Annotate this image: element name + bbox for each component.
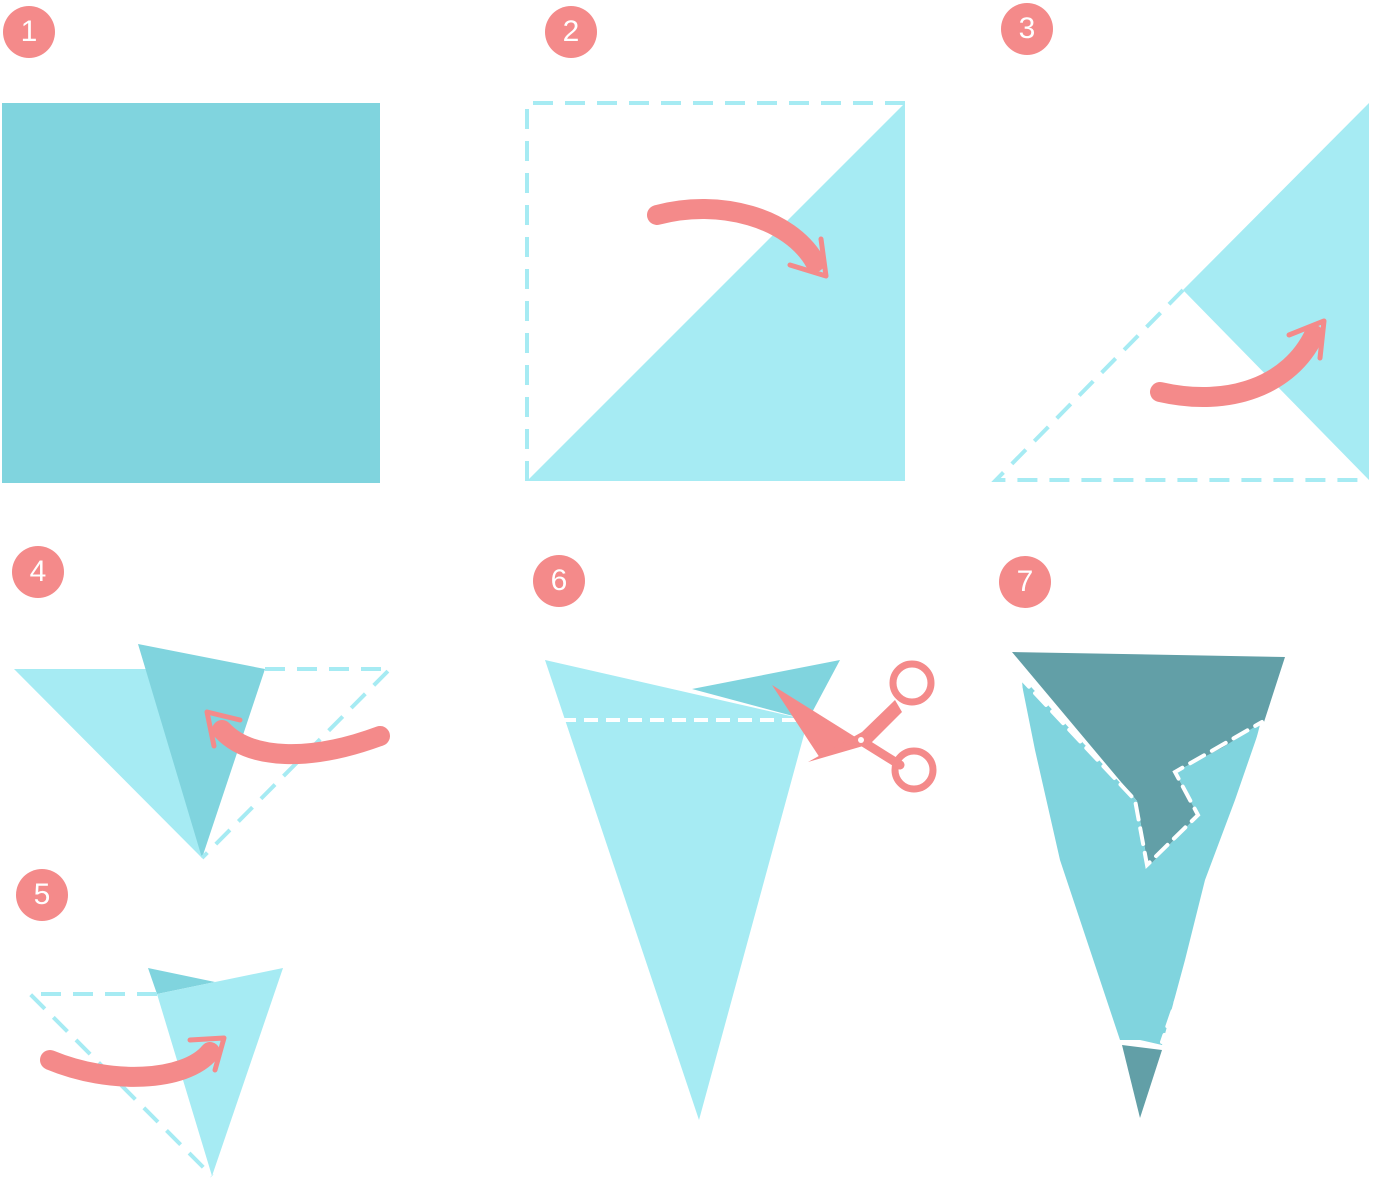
step-2-figure	[525, 101, 905, 481]
back-flap	[148, 968, 215, 994]
folded-triangle	[1183, 103, 1369, 480]
step-3-figure	[991, 103, 1369, 482]
light-triangle	[14, 669, 202, 858]
step-6-figure	[545, 660, 937, 1120]
fold-outline-dashed	[991, 288, 1369, 482]
curved-arrow-icon	[647, 199, 829, 279]
step-number-badge: 4	[12, 546, 64, 598]
curved-arrow-icon	[40, 1035, 227, 1087]
curved-arrow-icon	[1150, 318, 1327, 408]
cut-line-dashed	[1016, 673, 1264, 1044]
step-number-badge: 2	[545, 6, 597, 58]
step-number-badge: 6	[533, 555, 585, 607]
folded-cone	[545, 660, 808, 1120]
step-number-badge: 7	[999, 556, 1051, 608]
fold-outline-dashed	[200, 667, 395, 860]
curved-arrow-icon	[204, 709, 390, 764]
scissors-icon	[772, 660, 937, 793]
step-4-figure	[14, 644, 395, 860]
cut-away-tip	[1122, 1045, 1162, 1118]
step-number-badge: 3	[1001, 3, 1053, 55]
step-7-figure	[1012, 652, 1285, 1118]
square-paper	[2, 103, 380, 483]
step-5-figure	[25, 968, 283, 1178]
snowflake-shape	[1020, 675, 1262, 1045]
folded-triangle	[527, 103, 905, 481]
folded-flap	[138, 644, 265, 858]
step-number-badge: 5	[16, 869, 68, 921]
light-triangle	[157, 968, 283, 1176]
fold-outline-dashed	[25, 992, 214, 1178]
cut-away-top	[1012, 652, 1285, 867]
step-number-badge: 1	[3, 6, 55, 58]
step-1-figure	[2, 103, 380, 483]
